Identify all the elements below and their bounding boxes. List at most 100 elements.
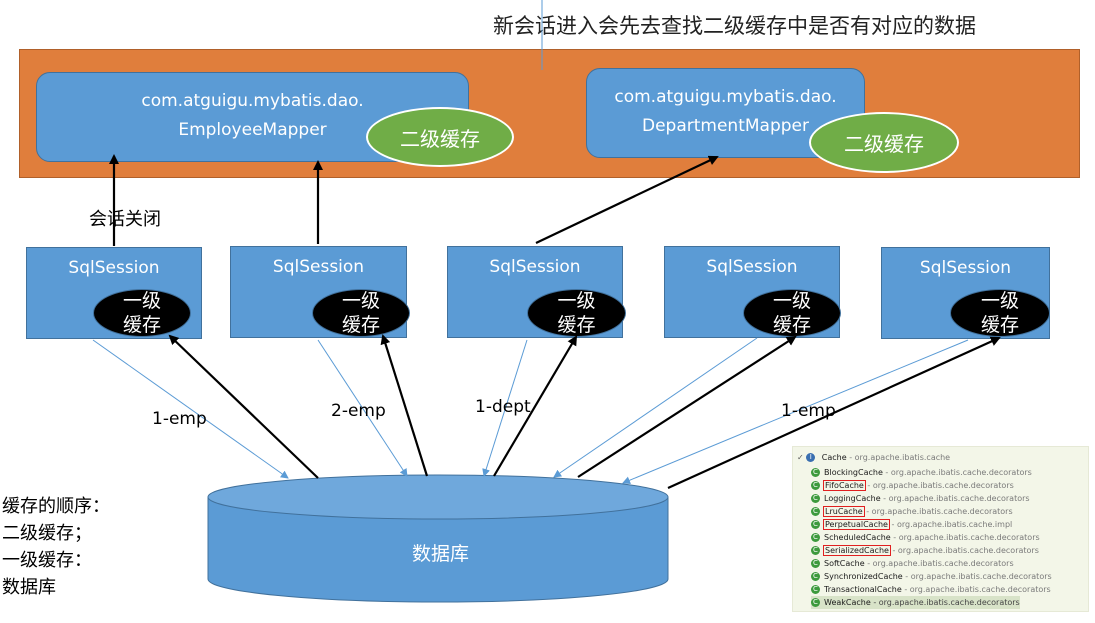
cache-line-2: 缓存 [122, 314, 161, 336]
cache-class-row-selected: C WeakCache - org.apache.ibatis.cache.dec… [811, 596, 1020, 609]
cache-line-2: 缓存 [557, 314, 596, 336]
interface-icon: I [806, 453, 816, 462]
class-icon: C [811, 559, 820, 568]
class-name: SoftCache [824, 559, 865, 568]
mapper-namespace-text: com.atguigu.mybatis.dao. [141, 91, 364, 111]
class-name: WeakCache [824, 598, 871, 607]
class-package: - org.apache.ibatis.cache.decorators [863, 507, 1013, 516]
class-icon: C [811, 468, 820, 477]
order-note-line: 一级缓存： [2, 550, 92, 571]
class-package: - org.apache.ibatis.cache.decorators [870, 598, 1020, 607]
edge-label-2: 2-emp [331, 401, 386, 421]
expand-chevron-icon: ✓ [797, 453, 804, 462]
cache-root-row: ✓ I Cache - org.apache.ibatis.cache [797, 451, 950, 464]
class-package: - org.apache.ibatis.cache.decorators [889, 546, 1039, 555]
edge-label-1: 1-emp [152, 409, 207, 429]
result-arrow-2 [380, 334, 429, 477]
class-name: FifoCache [823, 480, 866, 491]
cache-class-row: C TransactionalCache - org.apache.ibatis.… [811, 583, 1051, 596]
top-note: 新会话进入会先去查找二级缓存中是否有对应的数据 [493, 14, 976, 38]
class-package: - org.apache.ibatis.cache.decorators [882, 468, 1032, 477]
class-icon: C [811, 533, 820, 542]
edge-label-3: 1-dept [475, 397, 531, 417]
class-icon: C [811, 507, 820, 516]
class-name: BlockingCache [824, 468, 883, 477]
cache-line-2: 缓存 [772, 314, 811, 336]
class-name: TransactionalCache [824, 585, 902, 594]
query-line-1 [92, 339, 289, 479]
first-level-cache-5: 一级缓存 [950, 289, 1050, 337]
class-name: ScheduledCache [824, 533, 891, 542]
cache-line-1: 一级 [557, 290, 596, 312]
sqlsession-label: SqlSession [489, 257, 581, 277]
class-package: - org.apache.ibatis.cache.decorators [902, 572, 1052, 581]
mapper-namespace-text: com.atguigu.mybatis.dao. [614, 87, 837, 107]
class-name: SerializedCache [823, 545, 891, 556]
query-line-4 [553, 337, 758, 478]
class-icon: C [811, 546, 820, 555]
class-name: SynchronizedCache [824, 572, 903, 581]
class-icon: C [811, 520, 820, 529]
sqlsession-label: SqlSession [272, 257, 365, 277]
order-note-line: 缓存的顺序： [2, 496, 110, 517]
first-level-cache-3: 一级缓存 [527, 289, 626, 337]
class-icon: C [811, 494, 820, 503]
session-3-to-department-mapper-arrow [535, 155, 719, 244]
query-line-3 [482, 339, 528, 477]
first-level-cache-2: 一级缓存 [312, 289, 410, 337]
result-arrow-3 [493, 335, 578, 477]
cache-line-1: 一级 [341, 290, 380, 312]
sqlsession-label: SqlSession [68, 258, 160, 278]
cache-class-row: C SoftCache - org.apache.ibatis.cache.dec… [811, 557, 1014, 570]
class-name: LoggingCache [824, 494, 881, 503]
class-icon: C [811, 572, 820, 581]
cache-class-row: C SynchronizedCache - org.apache.ibatis.c… [811, 570, 1052, 583]
class-icon: C [811, 481, 820, 490]
sqlsession-label: SqlSession [706, 257, 798, 277]
class-package: - org.apache.ibatis.cache [846, 453, 951, 462]
cache-line-1: 一级 [980, 290, 1019, 312]
edge-label-4: 1-emp [781, 401, 836, 421]
second-level-cache-department: 二级缓存 [809, 112, 959, 173]
cache-class-row: C BlockingCache - org.apache.ibatis.cache… [811, 466, 1032, 479]
query-line-2 [317, 339, 408, 477]
first-level-cache-1: 一级缓存 [93, 289, 191, 337]
class-package: - org.apache.ibatis.cache.decorators [864, 559, 1014, 568]
result-arrow-1 [168, 334, 319, 479]
second-level-cache-label: 二级缓存 [400, 126, 480, 151]
query-line-5 [622, 339, 969, 485]
cache-hierarchy-panel: ✓ I Cache - org.apache.ibatis.cache C Blo… [792, 446, 1089, 612]
class-icon: C [811, 585, 820, 594]
mapper-name-text: DepartmentMapper [642, 116, 809, 136]
class-icon: C [811, 598, 820, 607]
second-level-cache-label: 二级缓存 [844, 132, 924, 156]
order-note-line: 数据库 [2, 577, 56, 598]
result-arrow-4 [577, 335, 797, 478]
cache-order-note: 缓存的顺序： 二级缓存； 一级缓存： 数据库 [2, 493, 110, 601]
class-name: PerpetualCache [823, 519, 890, 530]
cache-line-2: 缓存 [341, 314, 380, 336]
cache-line-1: 一级 [772, 290, 811, 312]
cache-line-2: 缓存 [980, 314, 1019, 336]
class-package: - org.apache.ibatis.cache.impl [888, 520, 1013, 529]
class-package: - org.apache.ibatis.cache.decorators [880, 494, 1030, 503]
second-level-cache-employee: 二级缓存 [366, 107, 514, 167]
order-note-line: 二级缓存； [2, 523, 92, 544]
class-name: Cache [821, 453, 847, 462]
cache-line-1: 一级 [122, 290, 161, 312]
mapper-name-text: EmployeeMapper [178, 120, 327, 140]
session-close-label: 会话关闭 [89, 209, 161, 230]
class-name: LruCache [823, 506, 865, 517]
first-level-cache-4: 一级缓存 [743, 289, 841, 337]
class-package: - org.apache.ibatis.cache.decorators [901, 585, 1051, 594]
result-arrow-5 [667, 336, 1001, 490]
class-package: - org.apache.ibatis.cache.decorators [864, 481, 1014, 490]
database-cylinder [207, 474, 669, 603]
database-label: 数据库 [412, 543, 470, 565]
